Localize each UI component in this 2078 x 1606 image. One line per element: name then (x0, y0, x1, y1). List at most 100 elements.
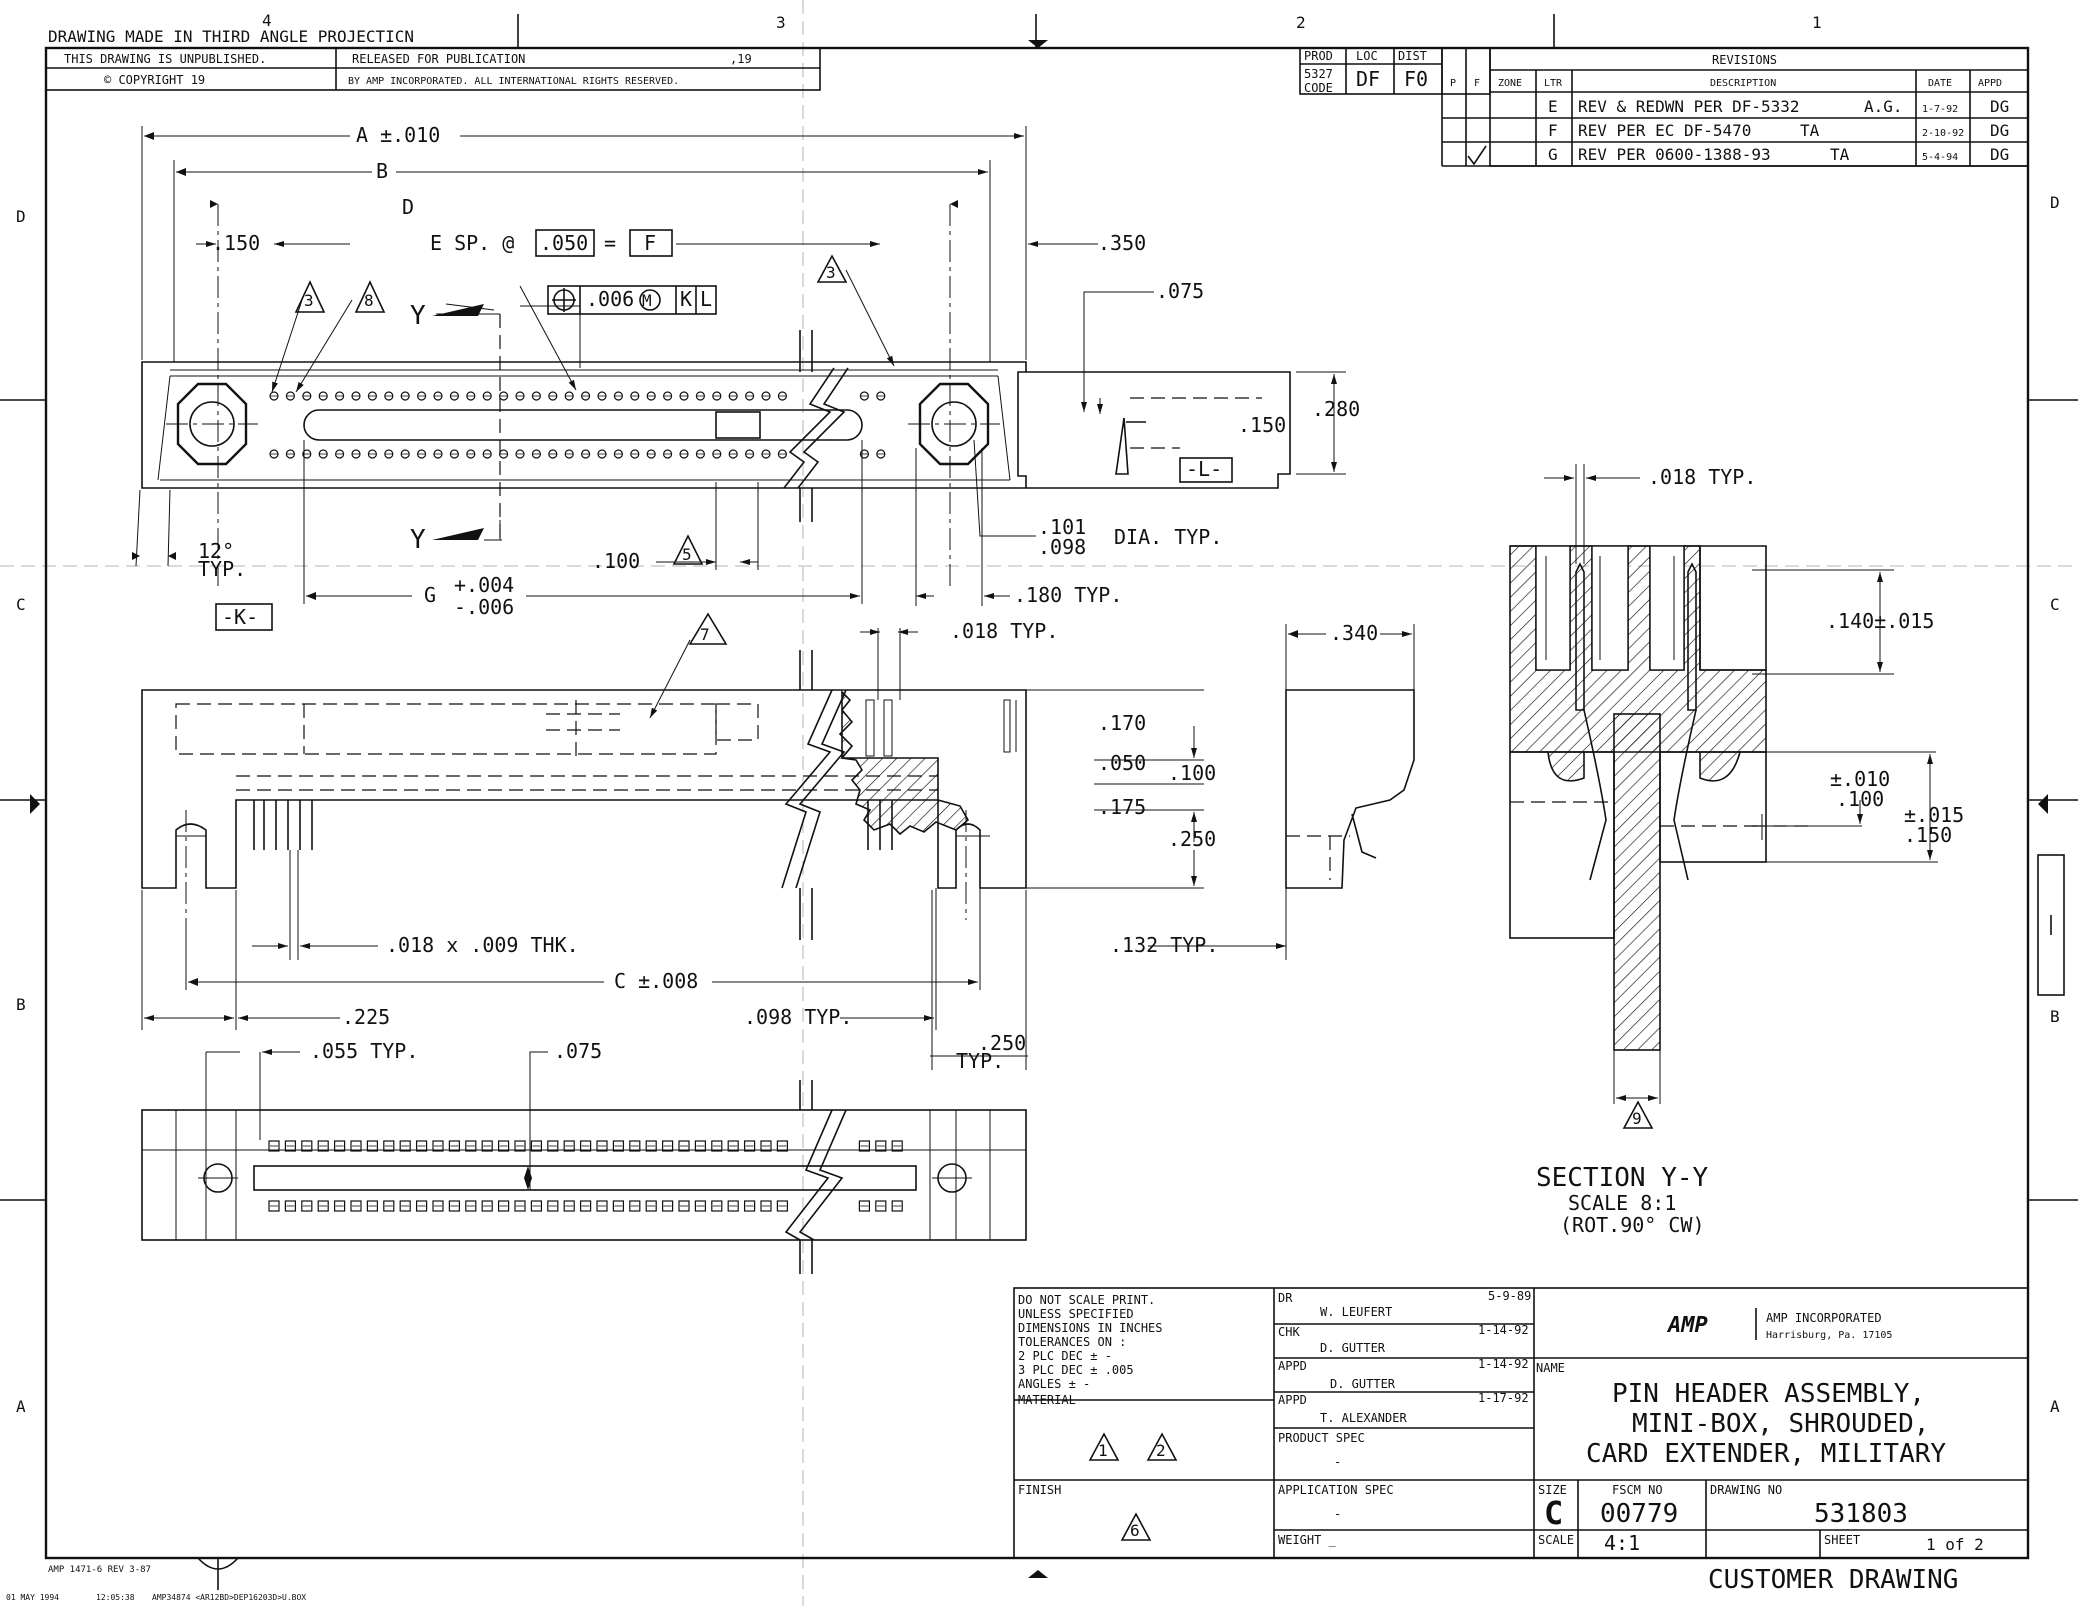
mounting-boss-left (176, 382, 248, 466)
mounting-boss-right (918, 382, 990, 466)
tol-line: DO NOT SCALE PRINT. (1018, 1293, 1155, 1307)
pin-row-bottom-upper (268, 1140, 903, 1152)
section-title: SECTION Y-Y (1536, 1163, 1709, 1193)
rev-row-by: A.G. (1864, 97, 1903, 116)
dim-pin-thk: .018 x .009 THK. (386, 933, 579, 957)
pin (284, 1200, 296, 1212)
sec-dim-018: .018 TYP. (1648, 465, 1756, 489)
dim-055: .055 TYP. (310, 1039, 418, 1063)
loc-header: LOC (1356, 49, 1378, 63)
sig-date: 1-17-92 (1478, 1391, 1529, 1405)
note-flag: 3 (304, 291, 314, 310)
publication-strip: DRAWING MADE IN THIRD ANGLE PROJECTICN T… (45, 27, 821, 91)
dim-e-eq: = (604, 231, 616, 255)
dim-150: .150 (1238, 413, 1286, 437)
revisions-title: REVISIONS (1712, 53, 1777, 67)
zone-col-2: 2 (1296, 13, 1306, 32)
projection-note: DRAWING MADE IN THIRD ANGLE PROJECTICN (48, 27, 414, 46)
dim-075: .075 (1156, 279, 1204, 303)
prod-header: PROD (1304, 49, 1333, 63)
pin (661, 1200, 674, 1212)
sig-role: CHK (1278, 1325, 1300, 1339)
rev-header-date: DATE (1928, 78, 1952, 89)
tol-line: UNLESS SPECIFIED (1018, 1307, 1134, 1321)
section-y-y: .140±.015 ±.010 .100 ±.015 .150 .018 TYP… (1509, 464, 1964, 1237)
dim-180: .180 TYP. (1014, 583, 1122, 607)
note-flag: 6 (1130, 1521, 1140, 1540)
prod-code-block: PROD LOC DIST P F 5327 CODE DF F0 (1299, 47, 1491, 95)
section-arrow-y-top: Y (410, 301, 426, 331)
amp-logo: AMP (1666, 1313, 1708, 1338)
center-mark-bottom-icon (1028, 1570, 1048, 1578)
tol-line: 3 PLC DEC ± .005 (1018, 1363, 1134, 1377)
rev-header-desc: DESCRIPTION (1710, 78, 1776, 89)
sig-name: D. GUTTER (1320, 1341, 1386, 1355)
datum-k: -K- (222, 605, 258, 629)
pin (645, 1140, 657, 1152)
pin (481, 1140, 493, 1152)
top-view: -L- (141, 204, 1291, 590)
pin (432, 1140, 444, 1152)
application-spec-label: APPLICATION SPEC (1278, 1483, 1394, 1497)
pin (301, 1140, 313, 1152)
note-flags-top: 3 8 3 5 7 (271, 254, 895, 719)
fscm-value: 00779 (1600, 1499, 1678, 1529)
pin (776, 1140, 789, 1152)
rev-header-appd: APPD (1978, 78, 2002, 89)
rev-row-desc: REV PER EC DF-5470 (1578, 121, 1751, 140)
dim-250: .250 (1168, 827, 1216, 851)
pin (743, 1200, 756, 1212)
company-name: AMP INCORPORATED (1766, 1311, 1882, 1325)
stamp-time: 12:05:38 (96, 1593, 135, 1602)
f-header: F (1474, 78, 1480, 89)
rev-row-date: 1-7-92 (1922, 104, 1958, 115)
dim-e-box (535, 229, 595, 257)
sig-role: APPD (1278, 1359, 1307, 1373)
contact-pin-right (1687, 562, 1697, 711)
rev-row-appd: DG (1990, 121, 2009, 140)
sec-dim-150: .150 (1904, 823, 1952, 847)
section-arrow-y-bottom: Y (410, 525, 426, 555)
rev-row-ltr: G (1548, 145, 1558, 164)
pin (530, 1140, 543, 1152)
sectioned-housing (838, 690, 970, 836)
note-flag: 2 (1156, 1441, 1166, 1460)
pin (727, 1140, 739, 1152)
scale-label: SCALE (1538, 1533, 1574, 1547)
pin (694, 1200, 707, 1212)
stamp-file: AMP34874 <AR12BD>DEP16203D>U.BOX (152, 1593, 306, 1602)
pin (891, 1200, 903, 1212)
dim-d: D (402, 195, 414, 219)
dim-018-typ: .018 TYP. (950, 619, 1058, 643)
rev-row-appd: DG (1990, 145, 2009, 164)
center-mark-right-icon (2038, 794, 2048, 814)
dim-e-value: .050 (540, 231, 588, 255)
revisions-table: REVISIONS ZONE LTR DESCRIPTION DATE APPD… (1441, 47, 2029, 167)
tol-line: ANGLES ± - (1018, 1377, 1090, 1391)
sig-date: 1-14-92 (1478, 1323, 1529, 1337)
pin (776, 1200, 789, 1212)
form-number: AMP 1471-6 REV 3-87 (48, 1565, 151, 1575)
dim-angle: 12° (198, 539, 234, 563)
rev-row-appd: DG (1990, 97, 2009, 116)
scale-value: 4:1 (1604, 1531, 1640, 1555)
dim-c: C ±.008 (614, 969, 698, 993)
mounting-hole-right (931, 401, 977, 447)
pin (317, 1140, 329, 1152)
zone-row-d-left: D (16, 207, 26, 226)
section-rotation: (ROT.90° CW) (1560, 1213, 1705, 1237)
dim-g: G (424, 583, 436, 607)
pin (563, 1200, 575, 1212)
rev-row-desc: REV PER 0600-1388-93 (1578, 145, 1771, 164)
pin (694, 1140, 707, 1152)
prod-code: 5327 (1304, 67, 1333, 81)
dim-a: A ±.010 (356, 123, 440, 147)
card-insert (1613, 713, 1661, 1051)
dim-132: .132 TYP. (1110, 933, 1218, 957)
dim-100b: .100 (1168, 761, 1216, 785)
dim-e-f: F (644, 231, 656, 255)
dim-280: .280 (1312, 397, 1360, 421)
pin (366, 1140, 378, 1152)
pin (858, 1140, 871, 1152)
rev-row-by: TA (1830, 145, 1850, 164)
